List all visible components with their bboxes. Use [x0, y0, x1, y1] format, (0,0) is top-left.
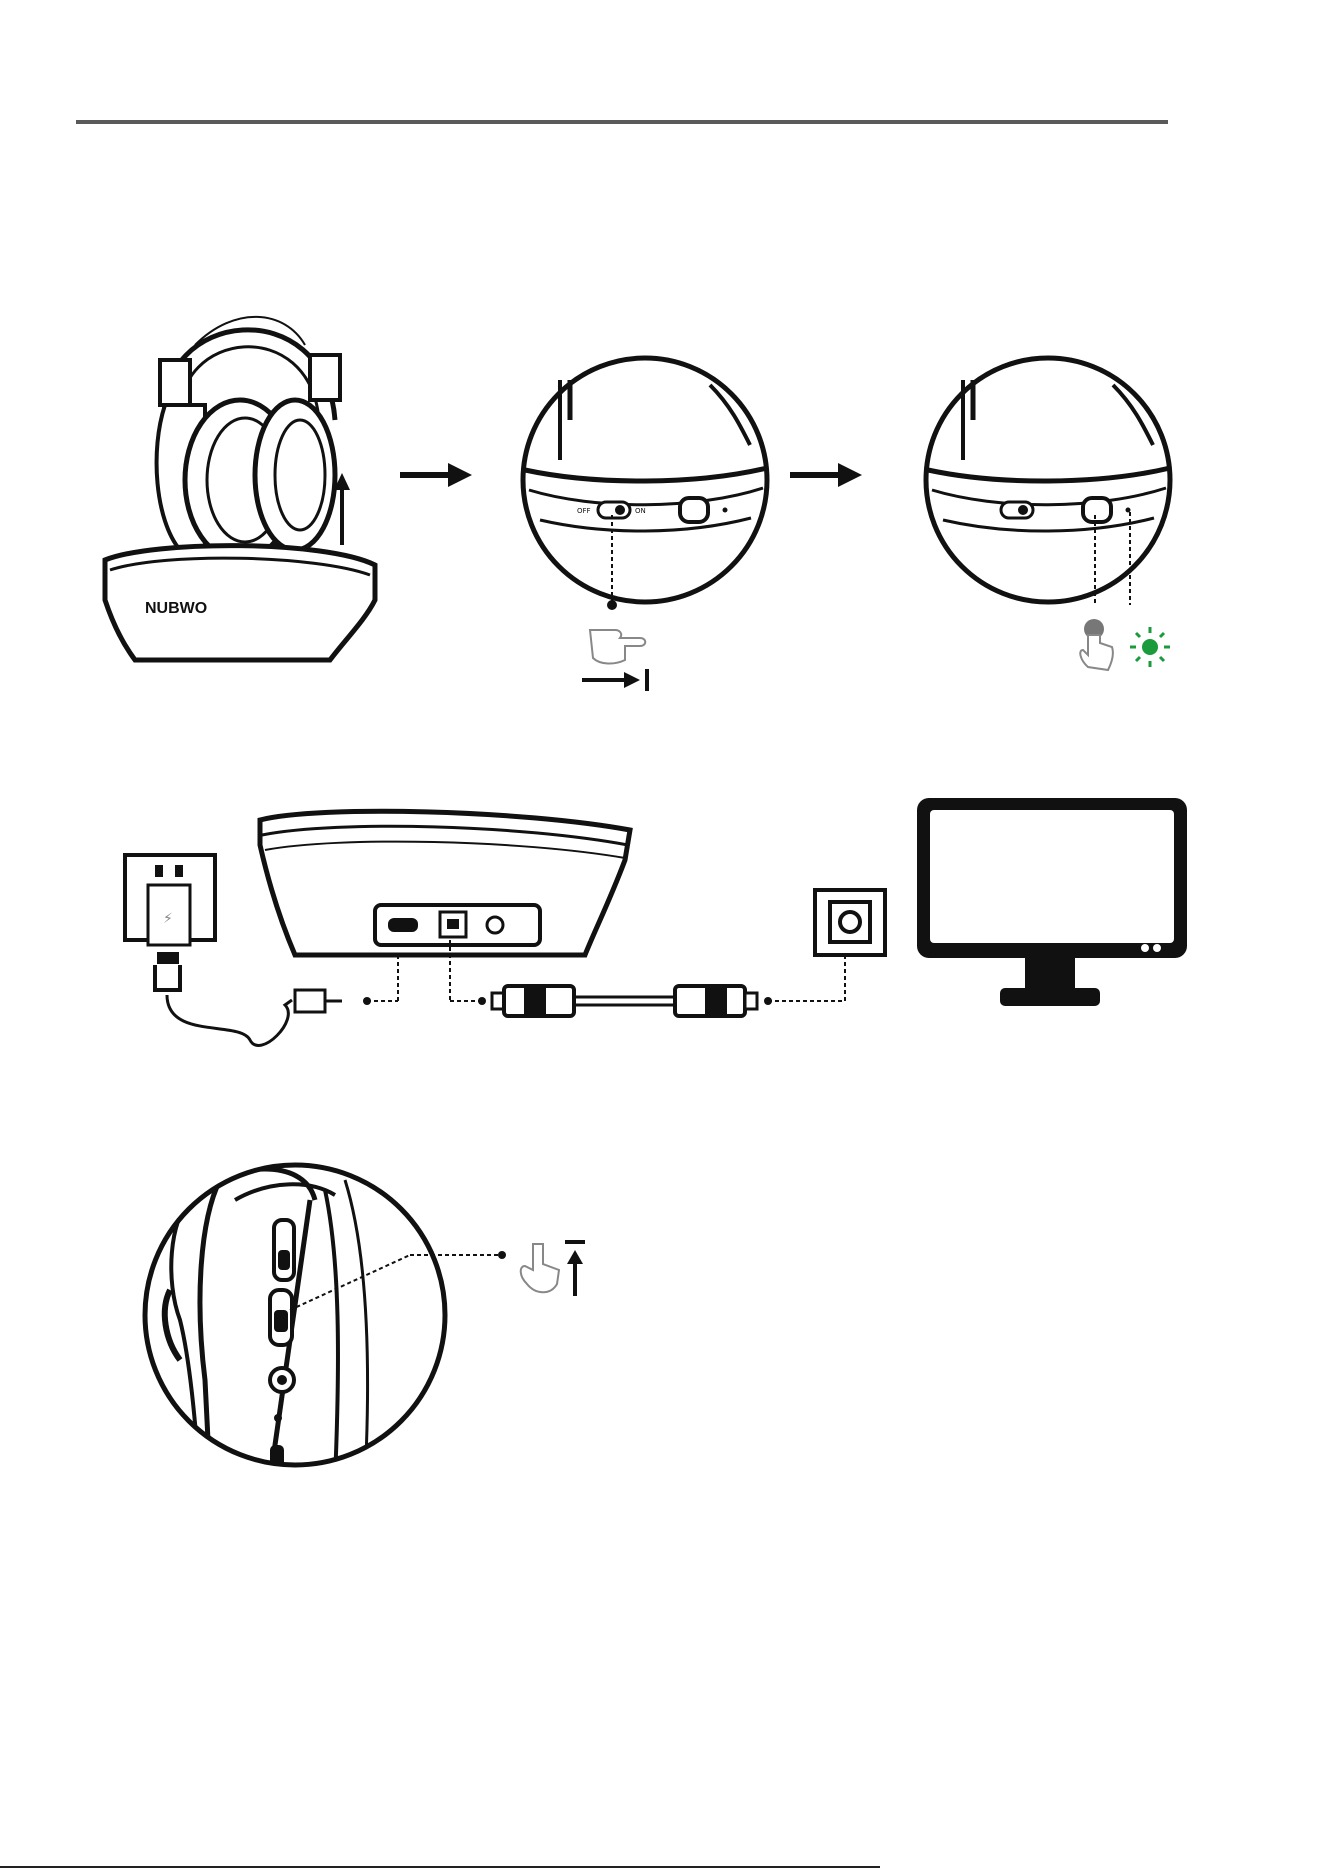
- transmitter-base-rear: [260, 811, 630, 955]
- headset-power-switch-zoom: [140, 1160, 460, 1480]
- optical-cable-illustration: [492, 986, 757, 1016]
- switch-label-off: OFF: [577, 507, 591, 515]
- charger-bolt-icon: ⚡: [163, 911, 173, 927]
- slide-right-arrow-icon: [582, 665, 652, 695]
- hand-pointer-icon: [515, 1240, 565, 1300]
- connection-diagram: ⚡: [120, 790, 1200, 1060]
- header-rule: [76, 120, 1168, 124]
- wall-outlet-illustration: ⚡: [125, 855, 215, 990]
- switch-label-on: ON: [635, 507, 646, 515]
- footer-rule: [0, 1866, 880, 1868]
- headset-on-base-illustration: NUBWO: [95, 270, 385, 680]
- pair-button-zoom-illustration: [918, 350, 1178, 610]
- monitor-icon: [917, 798, 1187, 1006]
- led-light-icon: [1128, 625, 1172, 669]
- up-arrow-icon: [560, 1238, 590, 1298]
- tv-optical-port-illustration: [815, 890, 885, 955]
- press-hand-icon: [1078, 615, 1118, 675]
- power-switch-zoom-illustration: OFF ON: [515, 350, 775, 610]
- hand-pointer-icon: [585, 620, 655, 670]
- right-arrow-icon: [790, 460, 865, 490]
- right-arrow-icon: [400, 460, 475, 490]
- brand-text: NUBWO: [145, 600, 207, 617]
